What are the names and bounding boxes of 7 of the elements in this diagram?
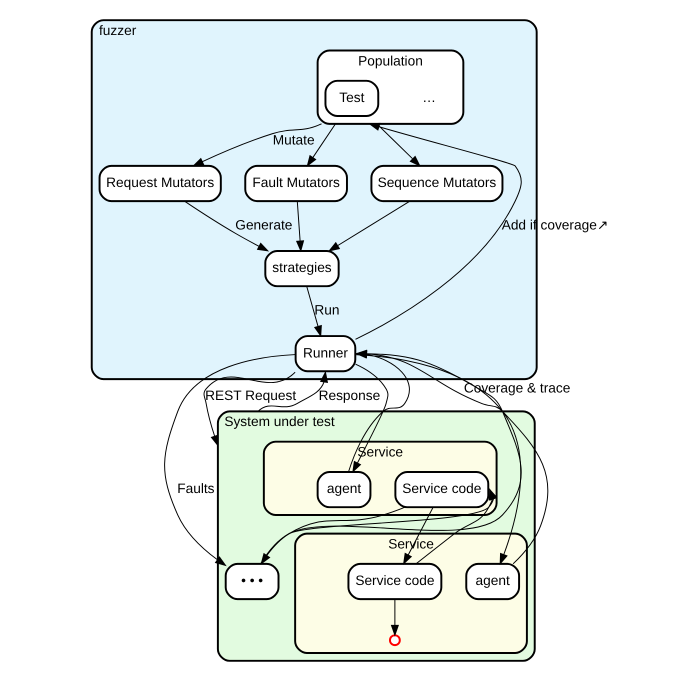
edge-label: Faults	[176, 481, 214, 496]
edge-label: Mutate	[272, 132, 314, 148]
edge-label: Generate	[234, 218, 292, 233]
edge-label: Run	[314, 302, 339, 318]
label: …	[422, 90, 436, 106]
edge-label: REST Request	[204, 388, 296, 403]
edge-label: Response	[318, 388, 380, 403]
